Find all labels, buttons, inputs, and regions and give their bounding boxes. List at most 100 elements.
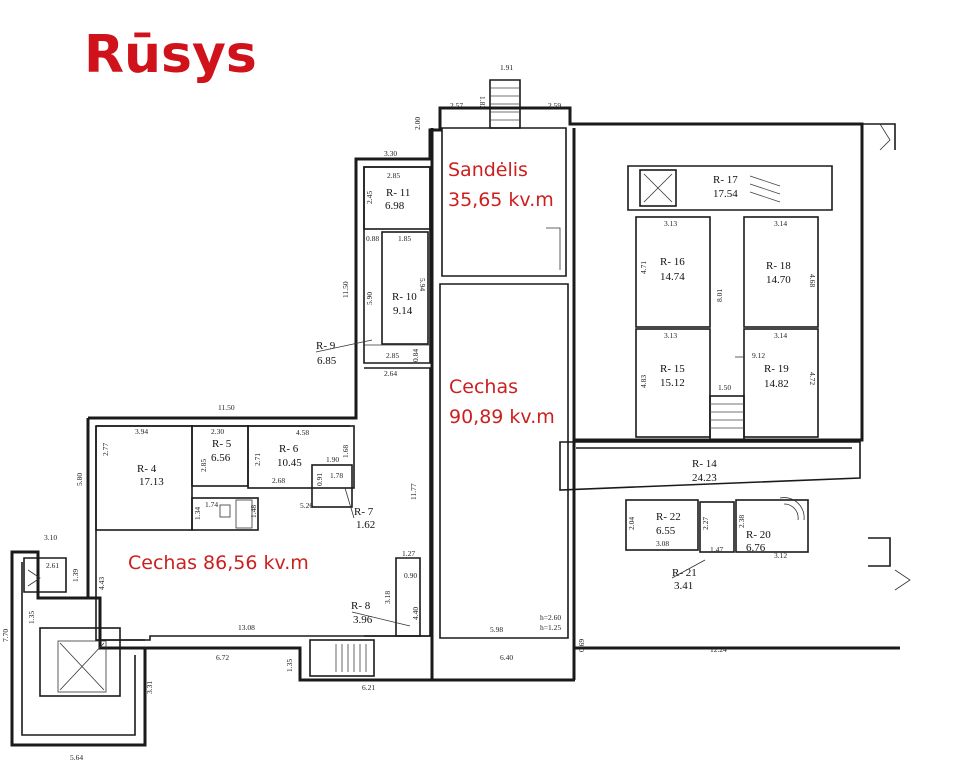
dim: 11.50 xyxy=(218,403,235,412)
room-r16-outline xyxy=(635,216,711,328)
dim: 0.84 xyxy=(411,349,420,362)
dim: 5.80 xyxy=(75,473,84,486)
dim: 3.94 xyxy=(135,427,148,436)
dim: 3.18 xyxy=(383,591,392,604)
dim: 7.70 xyxy=(1,629,10,642)
room-labels: R- 4 17.13 R- 5 6.56 R- 6 10.45 R- 7 1.6… xyxy=(137,174,791,626)
room-r14-label: R- 14 xyxy=(692,458,717,470)
dim: 11.50 xyxy=(341,281,350,298)
room-r22-label: R- 22 xyxy=(656,511,681,523)
dim: 4.68 xyxy=(808,274,817,287)
room-r7-area: 1.62 xyxy=(356,519,375,531)
dim: 0.90 xyxy=(404,571,417,580)
dim: 2.85 xyxy=(386,351,399,360)
dim: 2.61 xyxy=(46,561,59,570)
dim: 2.27 xyxy=(701,517,710,530)
dim: 3.08 xyxy=(656,539,669,548)
dim: 6.21 xyxy=(362,683,375,692)
dim: 4.58 xyxy=(296,428,309,437)
area-cechas1-name: Cechas xyxy=(449,376,518,398)
dim: 2.68 xyxy=(272,476,285,485)
dim: 5.90 xyxy=(365,292,374,305)
dim: 1.68 xyxy=(341,445,350,458)
room-r14-area: 24.23 xyxy=(692,472,717,484)
room-r11-area: 6.98 xyxy=(385,200,405,212)
dim: 2.85 xyxy=(199,459,208,472)
dim: 4.43 xyxy=(97,577,106,590)
dim: 3.12 xyxy=(774,551,787,560)
dim: 2.45 xyxy=(365,191,374,204)
room-r20-area: 6.76 xyxy=(746,542,766,554)
dim: 1.50 xyxy=(718,383,731,392)
dim: 1.34 xyxy=(193,507,202,520)
stair-lower xyxy=(335,644,367,672)
room-r5-area: 6.56 xyxy=(211,452,231,464)
dim: 1.85 xyxy=(398,234,411,243)
room-r6-area: 10.45 xyxy=(277,457,302,469)
dim: 13.08 xyxy=(238,623,255,632)
dim: 3.30 xyxy=(384,149,397,158)
dim: 3.13 xyxy=(664,219,677,228)
dim: 4.72 xyxy=(808,372,817,385)
area-cechas1-size: 90,89 kv.m xyxy=(449,406,555,428)
room-r4-area: 17.13 xyxy=(139,476,164,488)
dim: h=1.25 xyxy=(540,623,561,632)
dim: 2.04 xyxy=(627,517,636,530)
dim: 2.71 xyxy=(253,453,262,466)
room-r15-area: 15.12 xyxy=(660,377,685,389)
dim: 9.12 xyxy=(752,351,765,360)
room-r21-area: 3.41 xyxy=(674,580,693,592)
dim: 12.24 xyxy=(710,645,727,654)
dim: 2.59 xyxy=(548,101,561,110)
dim: 6.40 xyxy=(500,653,513,662)
dim: 4.83 xyxy=(639,375,648,388)
elevator-shaft-left xyxy=(39,627,121,697)
walls xyxy=(10,79,911,747)
room-r10-label: R- 10 xyxy=(392,291,417,303)
stair-right xyxy=(749,175,781,203)
dim: 5.26 xyxy=(300,501,313,510)
stair-top xyxy=(489,79,521,129)
room-r16-area: 14.74 xyxy=(660,271,685,283)
room-r21-label: R- 21 xyxy=(672,567,697,579)
dim: 1.48 xyxy=(249,505,258,518)
area-sandelis-size: 35,65 kv.m xyxy=(448,189,554,211)
dim: 3.14 xyxy=(774,331,787,340)
room-r7-label: R- 7 xyxy=(354,506,374,518)
room-r17-area: 17.54 xyxy=(713,188,738,200)
dimensions: 1.91 1.82 2.57 2.59 2.00 3.30 2.85 2.45 … xyxy=(1,63,817,762)
room-r20-label: R- 20 xyxy=(746,529,771,541)
dim: 1.74 xyxy=(205,500,218,509)
dim: 5.94 xyxy=(418,278,427,291)
dim: 1.35 xyxy=(285,659,294,672)
plan-title: Rūsys xyxy=(84,25,257,85)
room-r5-label: R- 5 xyxy=(212,438,232,450)
dim: 2.57 xyxy=(450,101,463,110)
room-r11-label: R- 11 xyxy=(386,187,410,199)
dim: 8.01 xyxy=(715,289,724,302)
dim: 2.85 xyxy=(387,171,400,180)
room-r10-area: 9.14 xyxy=(393,305,413,317)
room-r8-area: 3.96 xyxy=(353,614,373,626)
dim: 0.88 xyxy=(366,234,379,243)
dim: 1.47 xyxy=(710,545,723,554)
area-cechas2: Cechas 86,56 kv.m xyxy=(128,552,309,574)
dim: 4.40 xyxy=(411,607,420,620)
room-r18-area: 14.70 xyxy=(766,274,791,286)
room-r19-label: R- 19 xyxy=(764,363,789,375)
room-r9-area: 6.85 xyxy=(317,355,337,367)
dim: 1.78 xyxy=(330,471,343,480)
room-r8-label: R- 8 xyxy=(351,600,371,612)
room-r17-label: R- 17 xyxy=(713,174,738,186)
room-r19-area: 14.82 xyxy=(764,378,789,390)
dim: 3.10 xyxy=(44,533,57,542)
room-r16-label: R- 16 xyxy=(660,256,685,268)
dim: 5.98 xyxy=(490,625,503,634)
dim: 0.69 xyxy=(577,639,586,652)
room-r18-label: R- 18 xyxy=(766,260,791,272)
dim: 1.82 xyxy=(478,96,487,109)
dim: 2.00 xyxy=(413,117,422,130)
room-r15-label: R- 15 xyxy=(660,363,685,375)
room-r22-area: 6.55 xyxy=(656,525,676,537)
